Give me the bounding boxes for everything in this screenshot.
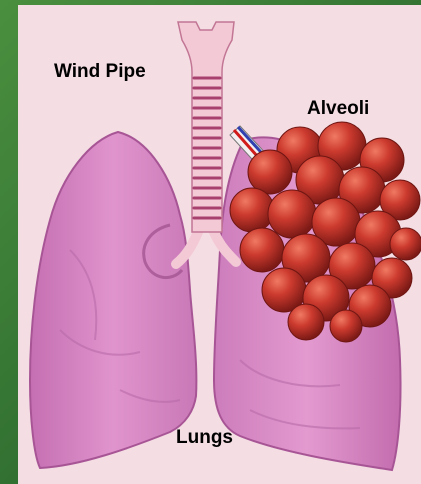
wind-pipe-label: Wind Pipe xyxy=(54,61,146,83)
alveoli-label: Alveoli xyxy=(307,98,369,120)
left-lung xyxy=(30,132,196,468)
lungs-label: Lungs xyxy=(176,427,233,449)
